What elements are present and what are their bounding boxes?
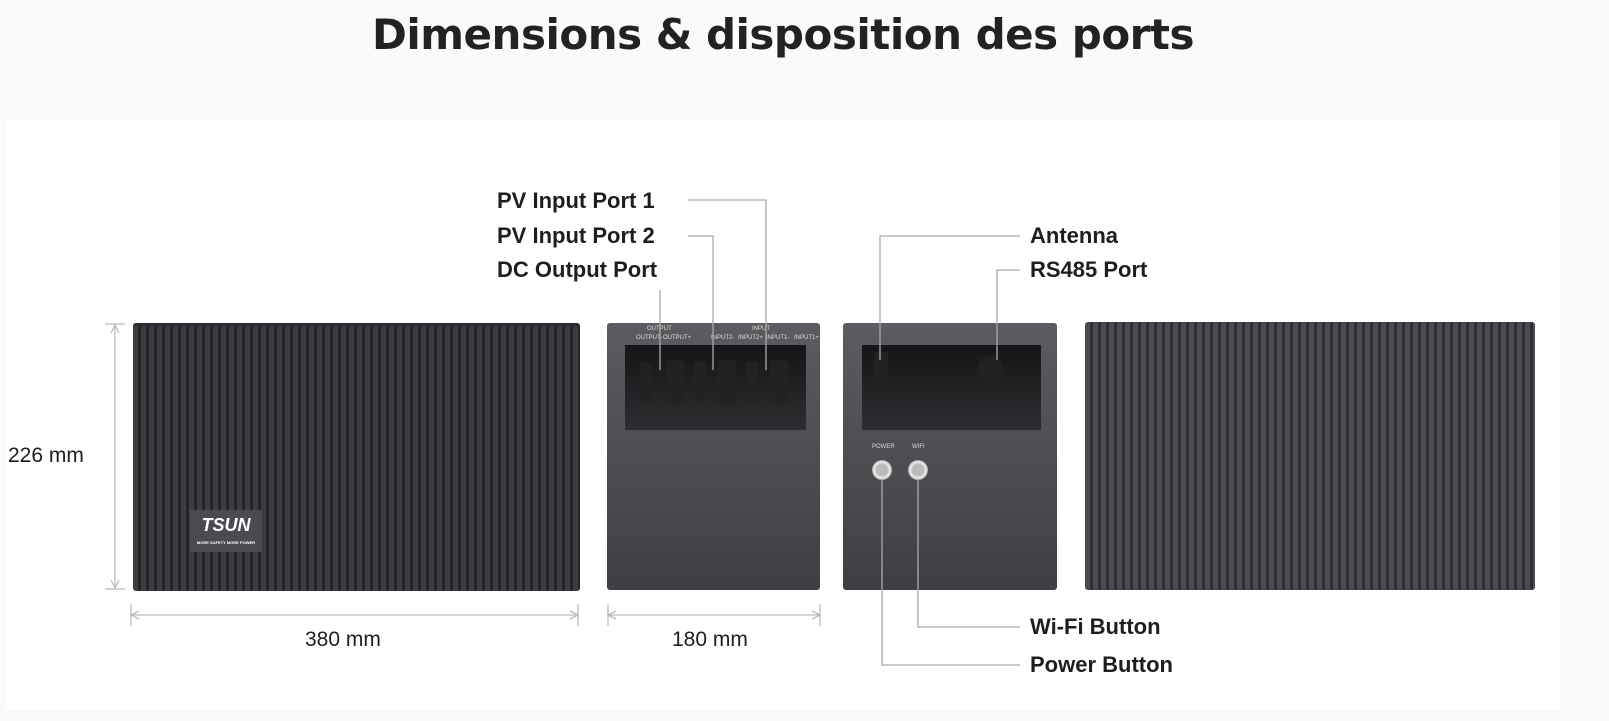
wifi-button (908, 460, 928, 480)
port-label: INPUT1+ (794, 335, 819, 341)
callout-power-button: Power Button (1030, 652, 1173, 677)
output-label: OUTPUT (647, 326, 672, 332)
connector (746, 362, 758, 402)
power-label: POWER (872, 444, 895, 450)
callout-dc-output: DC Output Port (497, 257, 658, 282)
page-title: Dimensions & disposition des ports (372, 10, 1194, 59)
antenna-connector (874, 352, 888, 392)
length-dimension: 380 mm (305, 628, 381, 651)
port-label: INPUT2- (711, 335, 735, 341)
device-other-side-view (1085, 322, 1535, 590)
callout-pv-input-2: PV Input Port 2 (497, 223, 655, 248)
connector (718, 360, 736, 404)
callout-rs485: RS485 Port (1030, 257, 1148, 282)
connector (666, 360, 684, 404)
connector (770, 360, 788, 404)
rs485-connector (978, 356, 1002, 380)
callout-pv-input-1: PV Input Port 1 (497, 188, 655, 213)
port-label: OUTPUT- (636, 335, 663, 341)
callout-antenna: Antenna (1030, 223, 1118, 248)
callout-wifi-button: Wi-Fi Button (1030, 614, 1161, 639)
connector (694, 362, 706, 402)
wifi-label: WIFI (912, 444, 925, 450)
height-dimension: 226 mm (8, 444, 84, 467)
port-label: INPUT1- (766, 335, 790, 341)
input-label: INPUT (752, 326, 770, 332)
port-recess (862, 345, 1041, 430)
port-label: OUTPUT+ (663, 335, 692, 341)
port-label: INPUT2+ (738, 335, 763, 341)
power-button (872, 460, 892, 480)
width-dimension: 180 mm (672, 628, 748, 651)
connector (640, 362, 652, 402)
